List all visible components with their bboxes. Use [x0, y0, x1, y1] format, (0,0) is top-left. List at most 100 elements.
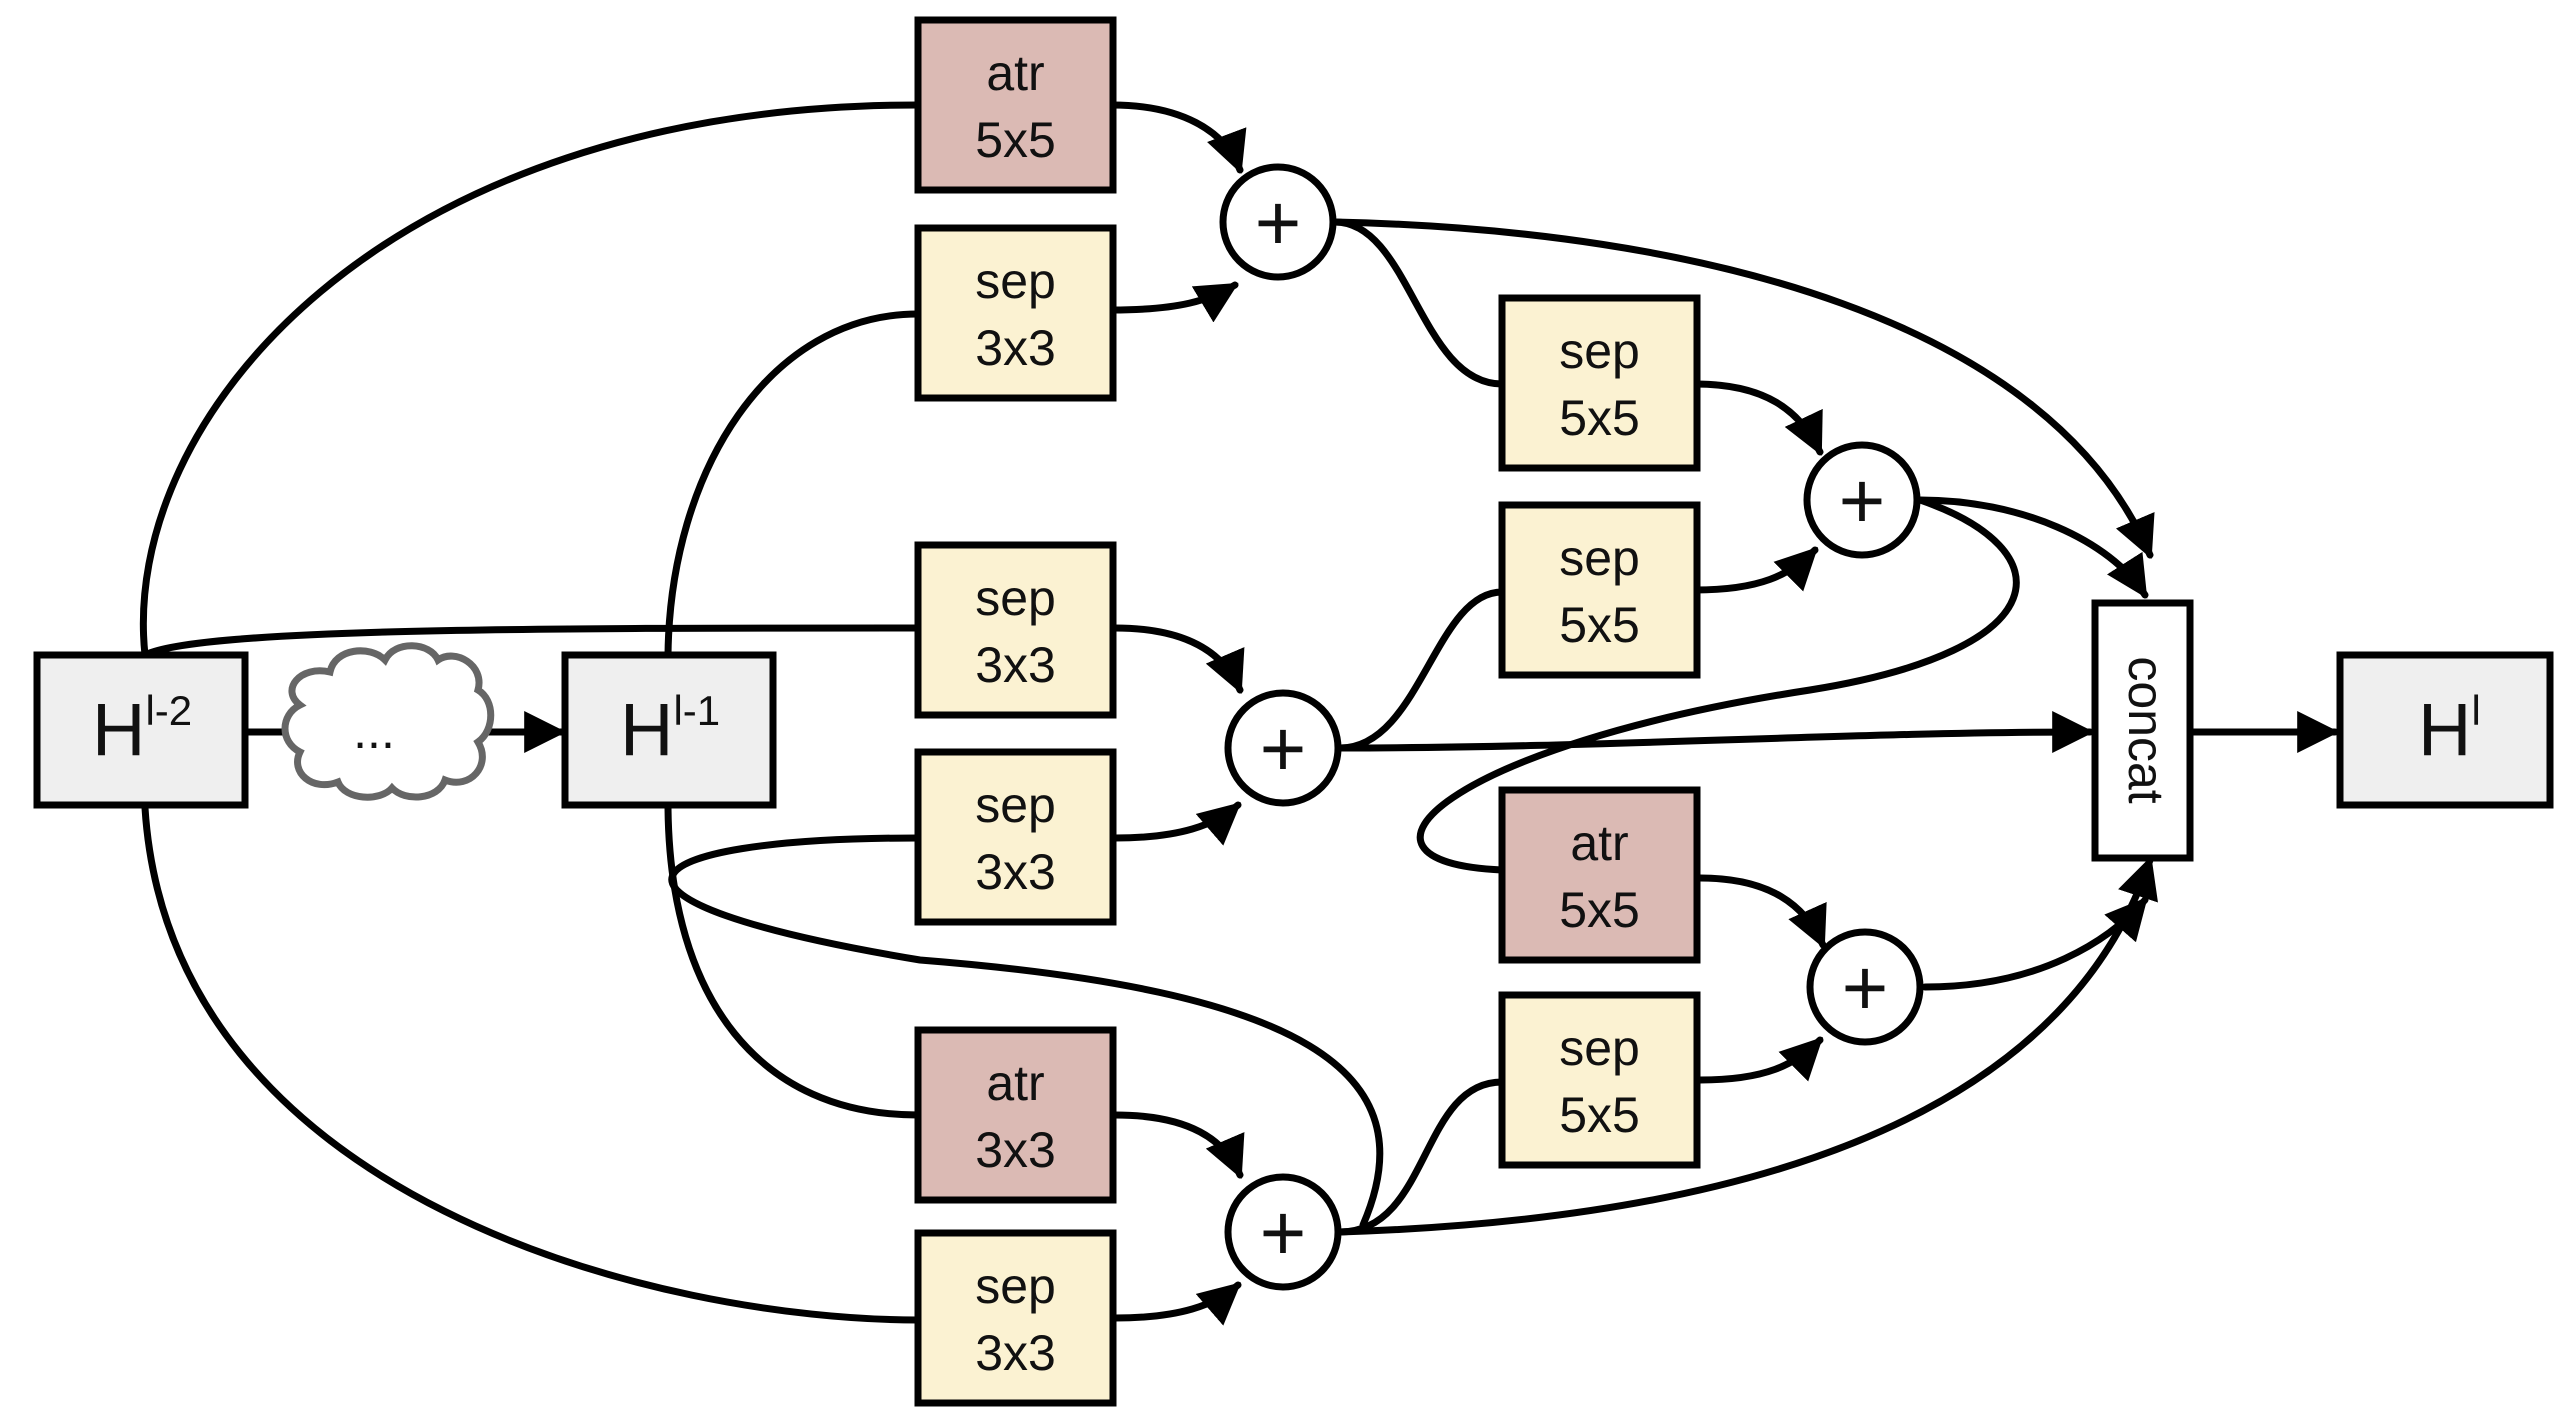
- cloud-shape: [281, 642, 495, 801]
- tensor-h-l-2-base: H: [92, 688, 145, 771]
- svg-text:Hl-2: Hl-2: [92, 687, 192, 771]
- op-box: [914, 16, 1117, 194]
- wire-sep5x5c-to-add5: [1696, 1036, 1824, 1084]
- add-circle: [1224, 1173, 1342, 1291]
- operation-boxes: atr5x5sep3x3sep3x3sep3x3atr3x3sep3x3sep5…: [914, 16, 1701, 1407]
- ellipsis-cloud: ...: [281, 642, 495, 801]
- op-label-line1: atr: [1570, 815, 1628, 871]
- wire-atr5x5b-to-add5: [1696, 874, 1827, 949]
- tensor-h-l: Hl: [2336, 651, 2554, 809]
- wire-sep5x5b-to-add4: [1691, 546, 1819, 594]
- op-label-line1: sep: [1559, 1020, 1640, 1076]
- add-circle: [1803, 441, 1921, 559]
- op-label-line1: sep: [975, 1258, 1056, 1314]
- wire-add3-to-concat: [1336, 856, 2158, 1236]
- op-label-line1: atr: [986, 1055, 1044, 1111]
- connections: [140, 101, 2340, 1326]
- wire-add3-to-sep5x5-bottom: [1336, 1078, 1506, 1236]
- plus-sign: +: [1839, 456, 1886, 545]
- wire-add2-to-sep5x5-mid: [1336, 588, 1506, 752]
- op-box: [914, 1026, 1117, 1204]
- op-sep-5x5-9: sep 5x5: [1498, 991, 1701, 1169]
- add-circle: [1219, 163, 1337, 281]
- wire-hl2-to-sep3x3-bottom: [141, 804, 922, 1324]
- tensor-h-l-1-box: [561, 651, 777, 809]
- op-label-line1: atr: [986, 45, 1044, 101]
- op-box: [914, 541, 1117, 719]
- op-label-line2: 5x5: [1559, 1087, 1640, 1143]
- wire-sep3x3b-to-add2: [1111, 801, 1242, 846]
- wire-atr3x3-to-add3: [1111, 1111, 1245, 1179]
- op-sep-3x3-1: sep 3x3: [914, 224, 1117, 402]
- op-label-line2: 3x3: [975, 1122, 1056, 1178]
- wire-add4-loop-to-atr5x5: [1416, 496, 2020, 874]
- wire-hl2-to-sep3x3-mid: [141, 624, 922, 659]
- op-sep-5x5-6: sep 5x5: [1498, 294, 1701, 472]
- op-sep-3x3-5: sep 3x3: [914, 1229, 1117, 1407]
- op-label-line1: sep: [975, 777, 1056, 833]
- tensor-h-l-2: Hl-2: [33, 651, 249, 809]
- tensor-h-l-1-base: H: [620, 688, 673, 771]
- wire-add4-to-concat: [1916, 496, 2149, 599]
- tensor-h-l-2-box: [33, 651, 249, 809]
- op-label-line1: sep: [1559, 323, 1640, 379]
- op-label-line1: sep: [975, 253, 1056, 309]
- plus-sign: +: [1260, 1188, 1307, 1277]
- op-box: [914, 748, 1117, 926]
- ellipsis-text: ...: [353, 703, 395, 759]
- concat-node: concat: [2091, 599, 2194, 862]
- op-sep-3x3-2: sep 3x3: [914, 541, 1117, 719]
- tensor-h-l-sup: l: [2471, 687, 2480, 734]
- plus-sign: +: [1255, 178, 1302, 267]
- wire-add1-to-concat: [1331, 218, 2155, 559]
- wire-atr5x5-to-add1: [1108, 101, 1247, 174]
- add-node-3: +: [1224, 1173, 1342, 1291]
- add-node-5: +: [1806, 928, 1924, 1046]
- op-label-line2: 5x5: [1559, 882, 1640, 938]
- op-atr-5x5-8: atr 5x5: [1498, 786, 1701, 964]
- op-box: [914, 224, 1117, 402]
- plus-sign: +: [1260, 704, 1307, 793]
- plus-sign: +: [1842, 943, 1889, 1032]
- add-node-2: +: [1224, 689, 1342, 807]
- op-box: [1498, 991, 1701, 1169]
- op-box: [1498, 501, 1701, 679]
- op-label-line2: 3x3: [975, 320, 1056, 376]
- add-nodes: + + + + +: [1219, 163, 1924, 1291]
- wire-hl2-to-atr5x5-top: [140, 101, 922, 659]
- wire-add2-to-concat: [1336, 711, 2095, 754]
- tensor-h-l-1-sup: l-1: [673, 687, 720, 734]
- wire-add1-to-sep5x5-top: [1331, 218, 1506, 388]
- op-box: [1498, 294, 1701, 472]
- op-label-line2: 3x3: [975, 844, 1056, 900]
- wire-hl1-loop-to-sep3x3: [668, 834, 1384, 1229]
- svg-text:Hl: Hl: [2418, 687, 2481, 771]
- tensor-h-l-base: H: [2418, 688, 2471, 771]
- tensor-h-l-1: Hl-1: [561, 651, 777, 809]
- op-atr-3x3-4: atr 3x3: [914, 1026, 1117, 1204]
- wire-hl1-to-sep3x3-top: [664, 310, 922, 659]
- op-sep-3x3-3: sep 3x3: [914, 748, 1117, 926]
- add-circle: [1806, 928, 1924, 1046]
- tensor-h-l-2-sup: l-2: [145, 687, 192, 734]
- op-label-line2: 3x3: [975, 1325, 1056, 1381]
- wire-sep3x3c-to-add3: [1111, 1281, 1242, 1326]
- tensor-h-l-box: [2336, 651, 2554, 809]
- wire-sep3x3-to-add1: [1108, 281, 1239, 323]
- concat-label: concat: [2118, 656, 2174, 803]
- op-label-line2: 5x5: [1559, 597, 1640, 653]
- op-sep-5x5-7: sep 5x5: [1498, 501, 1701, 679]
- wire-sep3x3-to-add2: [1111, 624, 1245, 694]
- op-label-line2: 3x3: [975, 637, 1056, 693]
- add-node-4: +: [1803, 441, 1921, 559]
- add-node-1: +: [1219, 163, 1337, 281]
- add-circle: [1224, 689, 1342, 807]
- concat-box: [2091, 599, 2194, 862]
- op-label-line1: sep: [1559, 530, 1640, 586]
- op-label-line2: 5x5: [1559, 390, 1640, 446]
- op-box: [1498, 786, 1701, 964]
- wire-add5-to-concat: [1921, 896, 2149, 991]
- op-label-line1: sep: [975, 570, 1056, 626]
